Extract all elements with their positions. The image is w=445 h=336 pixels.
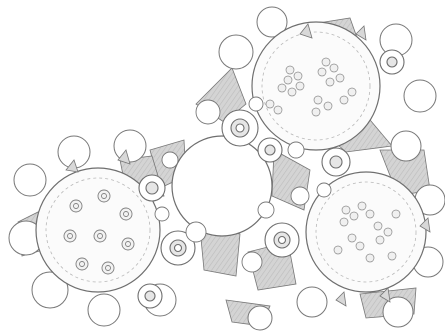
upper-right-large-cell xyxy=(252,22,380,150)
central-empty-cell xyxy=(172,136,272,236)
